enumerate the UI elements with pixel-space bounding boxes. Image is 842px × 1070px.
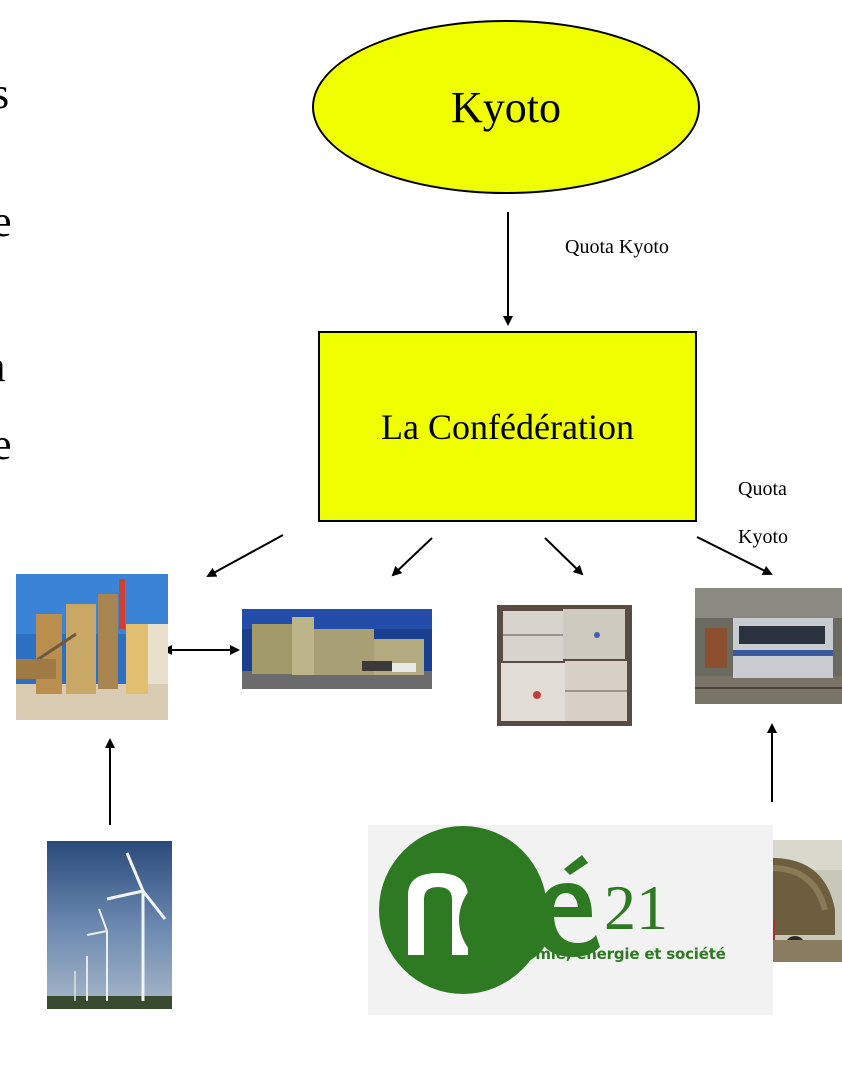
- warehouse-photo: [242, 609, 432, 689]
- cropped-letter-1: s: [0, 69, 10, 118]
- cropped-letter-3: a: [0, 345, 6, 389]
- kyoto-label: Kyoto: [451, 82, 561, 132]
- cropped-letter-4: e: [0, 420, 12, 469]
- quota-label-line2: Kyoto: [738, 526, 788, 548]
- train-depot-photo: [695, 588, 842, 704]
- cement-plant-photo: [16, 574, 168, 720]
- noe21-logo-mark: [379, 826, 600, 994]
- noe21-logo: 21 économie, énergie et société: [368, 825, 773, 1015]
- wind-turbines-photo: [47, 841, 172, 1009]
- noe21-tagline: économie, énergie et société: [486, 945, 726, 963]
- arrow-to-train-depot: [696, 536, 773, 575]
- arrow-to-warehouse: [391, 537, 433, 577]
- confederation-node: La Confédération: [318, 331, 697, 522]
- paper-bales-photo: [497, 605, 632, 726]
- quota-label-line1: Quota: [738, 478, 787, 500]
- quota-kyoto-label: Quota Kyoto: [565, 236, 669, 258]
- cropped-letter-2: e: [0, 197, 12, 246]
- arrow-to-cement-plant: [206, 534, 284, 577]
- confederation-label: La Confédération: [381, 406, 634, 447]
- arrow-to-paper-bales: [544, 537, 584, 576]
- noe21-number: 21: [604, 872, 668, 943]
- kyoto-node: Kyoto: [312, 20, 700, 194]
